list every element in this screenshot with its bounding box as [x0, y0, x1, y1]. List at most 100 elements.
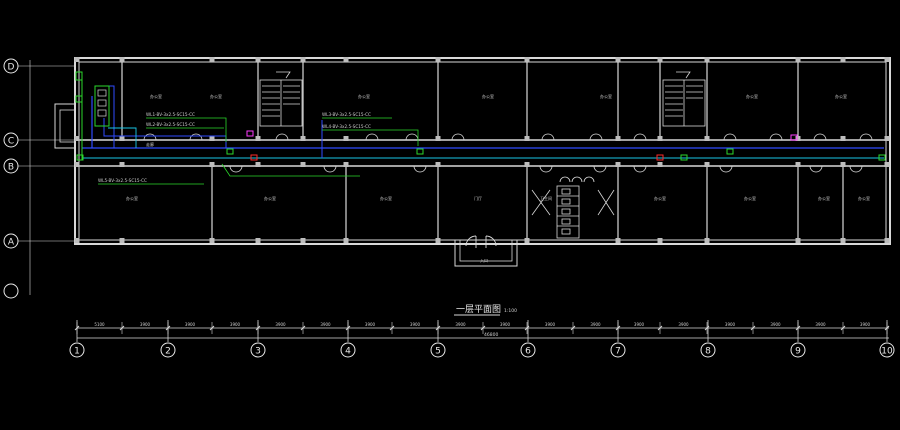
electrical-devices — [76, 130, 886, 161]
column — [209, 162, 215, 167]
column — [615, 57, 621, 62]
axis-bubble-col — [520, 342, 536, 358]
room-label-south: 办公室 — [264, 195, 276, 201]
column — [615, 136, 621, 141]
cable-annotation-1: WL1-BV-3x2.5-SC15-CC — [146, 112, 195, 117]
room-label-north: 办公室 — [150, 93, 162, 99]
toilet-block — [531, 176, 615, 239]
electrical-device — [656, 154, 664, 161]
axis-label-row: B — [8, 163, 14, 173]
stair-east — [662, 71, 706, 127]
cable-annotation-texts: WL1-BV-3x2.5-SC15-CC WL2-BV-3x2.5-SC15-C… — [98, 112, 488, 263]
row-axes: D C B A — [3, 58, 75, 299]
column — [795, 162, 801, 167]
column — [524, 57, 530, 62]
electrical-device — [726, 148, 734, 155]
column — [884, 57, 890, 62]
door-swing — [813, 133, 827, 141]
column — [343, 136, 349, 141]
stair-west — [259, 71, 303, 127]
column — [657, 57, 663, 62]
axis-label-row: D — [8, 63, 15, 73]
dimension-label: 3900 — [140, 322, 151, 327]
column — [119, 136, 125, 141]
door-swing — [633, 133, 647, 141]
door-swing — [593, 165, 607, 173]
dimension-label: 3900 — [320, 322, 331, 327]
dimension-label: 3900 — [815, 322, 826, 327]
column — [209, 57, 215, 62]
axis-bubble-col — [790, 342, 806, 358]
cable-runs — [81, 74, 884, 160]
column — [119, 57, 125, 62]
door-swing — [143, 133, 157, 141]
axis-label-col: 7 — [615, 347, 621, 357]
door-swing — [451, 133, 465, 141]
door-swing — [809, 165, 823, 173]
axis-bubble-col — [69, 342, 85, 358]
axis-bubble-col — [610, 342, 626, 358]
axis-bubble-col — [879, 342, 895, 358]
drawing-scale: 1:100 — [504, 308, 517, 314]
dimension-label: 3900 — [770, 322, 781, 327]
door-swing — [849, 165, 863, 173]
column — [884, 136, 890, 141]
column — [840, 136, 846, 141]
column — [255, 238, 261, 243]
axis-label-col: 5 — [435, 347, 441, 357]
column — [343, 162, 349, 167]
electrical-device — [76, 154, 84, 161]
entrance-doors — [465, 235, 497, 248]
axis-bubble-col — [250, 342, 266, 358]
door-swing — [365, 133, 379, 141]
column — [255, 136, 261, 141]
room-label-south: 办公室 — [858, 195, 870, 201]
room-label-south: 办公室 — [380, 195, 392, 201]
door-swing — [323, 165, 337, 173]
south-partitions — [211, 166, 844, 240]
column — [74, 238, 80, 243]
axis-bubble-row — [3, 233, 19, 249]
door-swing — [405, 133, 419, 141]
column — [840, 238, 846, 243]
axis-bubble-row — [3, 132, 19, 148]
entrance-label: 入口 — [480, 258, 488, 263]
axis-bubble-row — [3, 58, 19, 74]
axis-label-col: 2 — [165, 347, 171, 357]
column — [119, 162, 125, 167]
door-swing — [229, 165, 243, 173]
axis-label-row: A — [8, 238, 15, 248]
axis-bubble-row — [3, 158, 19, 174]
corridor-label: 走廊 — [146, 141, 154, 147]
door-swing — [719, 165, 733, 173]
column — [657, 162, 663, 167]
annotation-leaders — [98, 117, 419, 185]
column — [704, 238, 710, 243]
door-swing — [589, 133, 603, 141]
column — [524, 162, 530, 167]
axis-label-col: 9 — [795, 347, 801, 357]
axis-label-col: 4 — [345, 347, 351, 357]
axis-label-row: C — [8, 137, 14, 147]
column — [300, 57, 306, 62]
door-swing — [769, 133, 783, 141]
room-label-north: 办公室 — [482, 93, 494, 99]
dimension-label: 3900 — [545, 322, 556, 327]
axis-label-col: 1 — [74, 347, 80, 357]
axis-label-col: 6 — [525, 347, 531, 357]
electrical-device — [246, 130, 254, 137]
cable-annotation-4: WL4-BV-3x2.5-SC15-CC — [322, 124, 371, 129]
door-swings — [143, 133, 873, 173]
dimension-label: 3900 — [500, 322, 511, 327]
dimension-label: 3900 — [185, 322, 196, 327]
room-label-south: 门厅 — [474, 195, 482, 201]
dimension-label: 3900 — [590, 322, 601, 327]
dimension-label: 3900 — [725, 322, 736, 327]
room-labels: 办公室办公室办公室办公室办公室办公室办公室办公室办公室办公室门厅卫生间办公室办公… — [126, 93, 870, 201]
room-label-north: 办公室 — [746, 93, 758, 99]
column — [435, 238, 441, 243]
dimension-label: 5100 — [94, 322, 105, 327]
column — [704, 136, 710, 141]
electrical-device — [250, 154, 258, 161]
